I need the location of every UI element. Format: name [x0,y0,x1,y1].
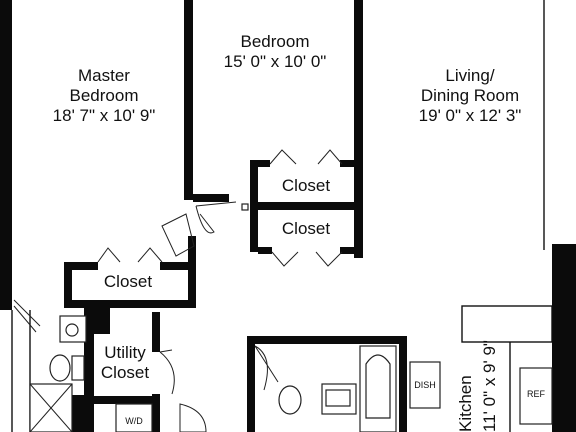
kitchen-name: Kitchen [456,375,475,432]
bedroom-door-swing [195,201,237,234]
utility-closet-line1: Utility [104,343,146,362]
closet-middle-label: Closet [262,219,350,239]
bath-door-swing [13,299,41,333]
washer-dryer-icon [115,403,153,432]
closet-middle-name: Closet [281,219,331,238]
wall-bedroom-right [354,0,363,258]
living-dining-name-line1: Living/ [445,66,495,85]
kitchen-dims-label: 11' 0" x 9' 9" [480,340,500,432]
closet-master-label: Closet [84,272,172,292]
closet-upper-label: Closet [262,176,350,196]
refrigerator-icon [519,367,553,425]
wall-master-bedroom-right [184,0,193,200]
master-bedroom-door-swing [161,213,195,257]
living-dining-label: Living/ Dining Room 19' 0" x 12' 3" [404,66,536,126]
wall-master-closet-right [188,236,196,300]
wall-upper-closet-top [258,160,270,167]
toilet-icon [49,354,71,382]
door-stop [241,203,249,211]
wall-bathroom-vertical [84,308,94,432]
refrigerator-text: REF [527,389,545,399]
kitchen-label: Kitchen [456,336,476,432]
wall-middle-closet-bottom-right [340,247,354,254]
wall-bath-block [72,395,94,432]
entry-door-swing [179,403,207,432]
wall-right-outer [552,244,576,432]
master-bedroom-label: Master Bedroom 18' 7" x 10' 9" [46,66,162,126]
closet-master-name: Closet [103,272,153,291]
wall-master-closet-left [64,262,72,308]
bathtub-basin-icon [365,354,391,419]
wall-bedroom-bottom-left [193,194,229,202]
kitchen-counter-top [461,305,553,343]
wall-closet-divider [250,202,354,210]
master-bedroom-dims: 18' 7" x 10' 9" [52,106,156,126]
sink-basin-icon [65,323,79,337]
dishwasher-label: DISH [410,380,440,391]
bedroom-label: Bedroom 15' 0" x 10' 0" [208,32,342,72]
utility-door-swing [159,349,175,395]
wall-middle-closet-bottom [258,247,272,254]
wall-utility-right-lower [152,394,160,432]
wall-upper-closet-top-right [340,160,354,167]
washer-dryer-text: W/D [125,416,143,426]
wall-utility-right [152,312,160,352]
shower-cross-lines [29,383,73,432]
wall-utility-top [94,308,110,334]
upper-closet-doors [269,149,343,165]
wall-master-closet-top-right [160,262,196,270]
living-dining-dims: 19' 0" x 12' 3" [418,106,522,126]
refrigerator-label: REF [520,389,552,400]
bedroom-dims: 15' 0" x 10' 0" [223,52,327,72]
wall-master-closet-top [64,262,98,270]
dishwasher-text: DISH [414,380,436,390]
washer-dryer-label: W/D [116,416,152,427]
bedroom-name: Bedroom [240,32,310,51]
wall-bath2-left [247,336,255,432]
bath2-door-swing [254,345,279,391]
middle-closet-doors [271,251,343,267]
wall-utility-bottom [94,396,152,404]
wall-master-closet-bottom [64,300,196,308]
master-closet-doors [97,247,163,263]
master-bedroom-name-line1: Master [78,66,130,85]
wall-bath2-top [247,336,407,344]
utility-closet-label: Utility Closet [94,343,156,383]
wall-left-outer [0,0,12,310]
master-bedroom-name-line2: Bedroom [69,86,139,106]
kitchen-dims: 11' 0" x 9' 9" [480,340,499,432]
closet-upper-name: Closet [281,176,331,195]
living-dining-name-line2: Dining Room [420,86,520,106]
utility-closet-line2: Closet [100,363,150,383]
dishwasher-icon [409,361,441,409]
sink-2-basin-icon [325,389,351,407]
toilet-2-icon [278,385,302,415]
wall-bath2-right [399,336,407,432]
toilet-tank-icon [71,355,85,381]
